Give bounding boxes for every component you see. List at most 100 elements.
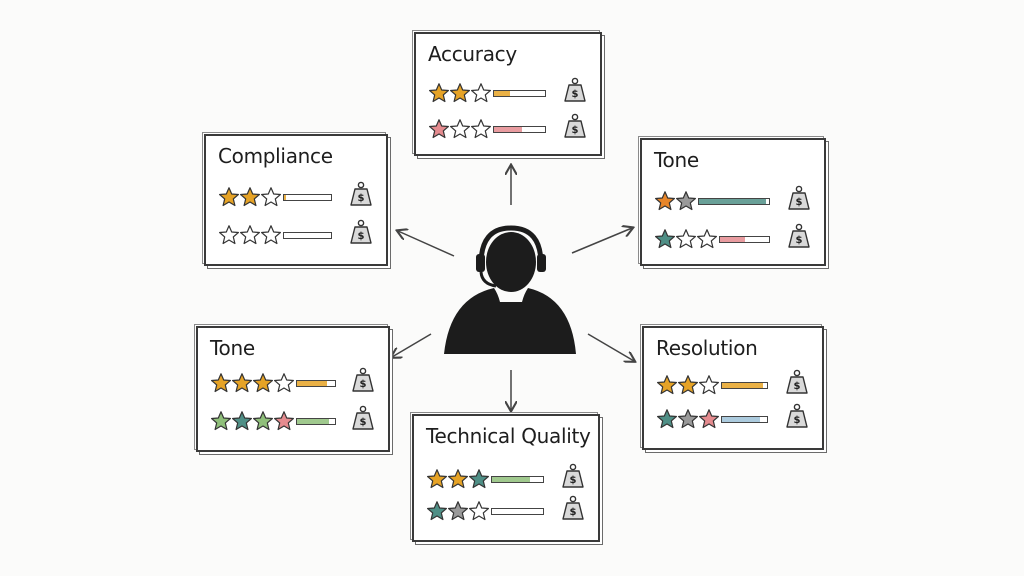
star-filled-icon <box>655 229 675 249</box>
star-empty-icon <box>699 375 719 395</box>
weight-dollar-icon: $ <box>788 185 810 210</box>
score-bar <box>283 193 332 201</box>
score-bar <box>283 231 332 239</box>
weight-dollar-icon: $ <box>786 403 808 428</box>
svg-text:$: $ <box>358 231 365 242</box>
star-filled-icon <box>469 469 489 489</box>
weight-dollar-icon: $ <box>352 367 374 392</box>
star-filled-icon <box>211 373 231 393</box>
svg-text:$: $ <box>796 235 803 246</box>
card-technical-quality: Technical Quality $$ <box>412 414 600 542</box>
star-empty-icon <box>676 229 696 249</box>
svg-text:$: $ <box>358 193 365 204</box>
arrow-to-compliance <box>398 231 455 257</box>
star-empty-icon <box>240 225 260 245</box>
card-compliance: Compliance $ $ <box>204 134 388 266</box>
star-empty-icon <box>219 225 239 245</box>
star-rating <box>426 468 489 490</box>
svg-text:$: $ <box>570 475 577 486</box>
weight-dollar-icon: $ <box>564 113 586 138</box>
rating-row <box>656 372 768 398</box>
star-empty-icon <box>261 225 281 245</box>
svg-text:$: $ <box>572 89 579 100</box>
score-bar <box>296 417 336 425</box>
score-bar-fill <box>297 380 328 386</box>
score-bar <box>493 89 546 97</box>
card-title: Compliance <box>218 144 333 168</box>
star-filled-icon <box>253 411 273 431</box>
star-rating <box>426 500 489 522</box>
star-filled-icon <box>219 187 239 207</box>
weight-dollar-icon: $ <box>350 219 372 244</box>
star-rating <box>656 408 719 430</box>
star-filled-icon <box>429 83 449 103</box>
card-tone-left: Tone $ $ <box>196 326 390 452</box>
star-empty-icon <box>261 187 281 207</box>
star-filled-icon <box>232 373 252 393</box>
star-filled-icon <box>699 409 719 429</box>
score-bar-fill <box>720 236 745 242</box>
star-filled-icon <box>427 501 447 521</box>
score-bar <box>296 379 336 387</box>
rating-row <box>654 188 770 214</box>
rating-row <box>210 408 336 434</box>
svg-text:$: $ <box>360 379 367 390</box>
star-filled-icon <box>253 373 273 393</box>
card-accuracy: Accuracy $$ <box>414 32 602 156</box>
star-empty-icon <box>471 119 491 139</box>
weight-dollar-icon: $ <box>352 405 374 430</box>
star-rating <box>218 186 281 208</box>
svg-text:$: $ <box>796 197 803 208</box>
score-bar-fill <box>494 90 511 96</box>
star-filled-icon <box>211 411 231 431</box>
star-rating <box>654 190 696 212</box>
arrow-to-tone-right <box>571 228 632 254</box>
rating-row <box>426 466 544 492</box>
star-filled-icon <box>448 501 468 521</box>
rating-row <box>218 222 332 248</box>
score-bar-fill <box>284 194 287 200</box>
score-bar-fill <box>722 382 764 388</box>
weight-dollar-icon: $ <box>562 463 584 488</box>
rating-row <box>654 226 770 252</box>
star-filled-icon <box>676 191 696 211</box>
star-empty-icon <box>450 119 470 139</box>
svg-text:$: $ <box>570 507 577 518</box>
star-filled-icon <box>274 411 294 431</box>
star-filled-icon <box>240 187 260 207</box>
star-rating <box>654 228 717 250</box>
score-bar-fill <box>297 418 330 424</box>
weight-dollar-icon: $ <box>564 77 586 102</box>
score-bar-fill <box>699 198 766 204</box>
svg-text:$: $ <box>360 417 367 428</box>
star-rating <box>210 372 294 394</box>
star-filled-icon <box>232 411 252 431</box>
score-bar <box>491 475 544 483</box>
score-bar-fill <box>722 416 761 422</box>
weight-dollar-icon: $ <box>350 181 372 206</box>
card-title: Resolution <box>656 336 758 360</box>
star-filled-icon <box>429 119 449 139</box>
star-filled-icon <box>657 375 677 395</box>
star-empty-icon <box>469 501 489 521</box>
score-bar-fill <box>494 126 523 132</box>
rating-row <box>210 370 336 396</box>
score-bar <box>493 125 546 133</box>
card-title: Tone <box>654 148 699 172</box>
star-rating <box>218 224 281 246</box>
star-empty-icon <box>697 229 717 249</box>
star-rating <box>428 118 491 140</box>
star-filled-icon <box>678 409 698 429</box>
score-bar <box>491 507 544 515</box>
rating-row <box>218 184 332 210</box>
rating-row <box>428 116 546 142</box>
star-empty-icon <box>274 373 294 393</box>
card-title: Tone <box>210 336 255 360</box>
card-tone-right: Tone $ $ <box>640 138 826 266</box>
card-resolution: Resolution $$ <box>642 326 824 450</box>
svg-text:$: $ <box>572 125 579 136</box>
star-rating <box>656 374 719 396</box>
star-filled-icon <box>450 83 470 103</box>
